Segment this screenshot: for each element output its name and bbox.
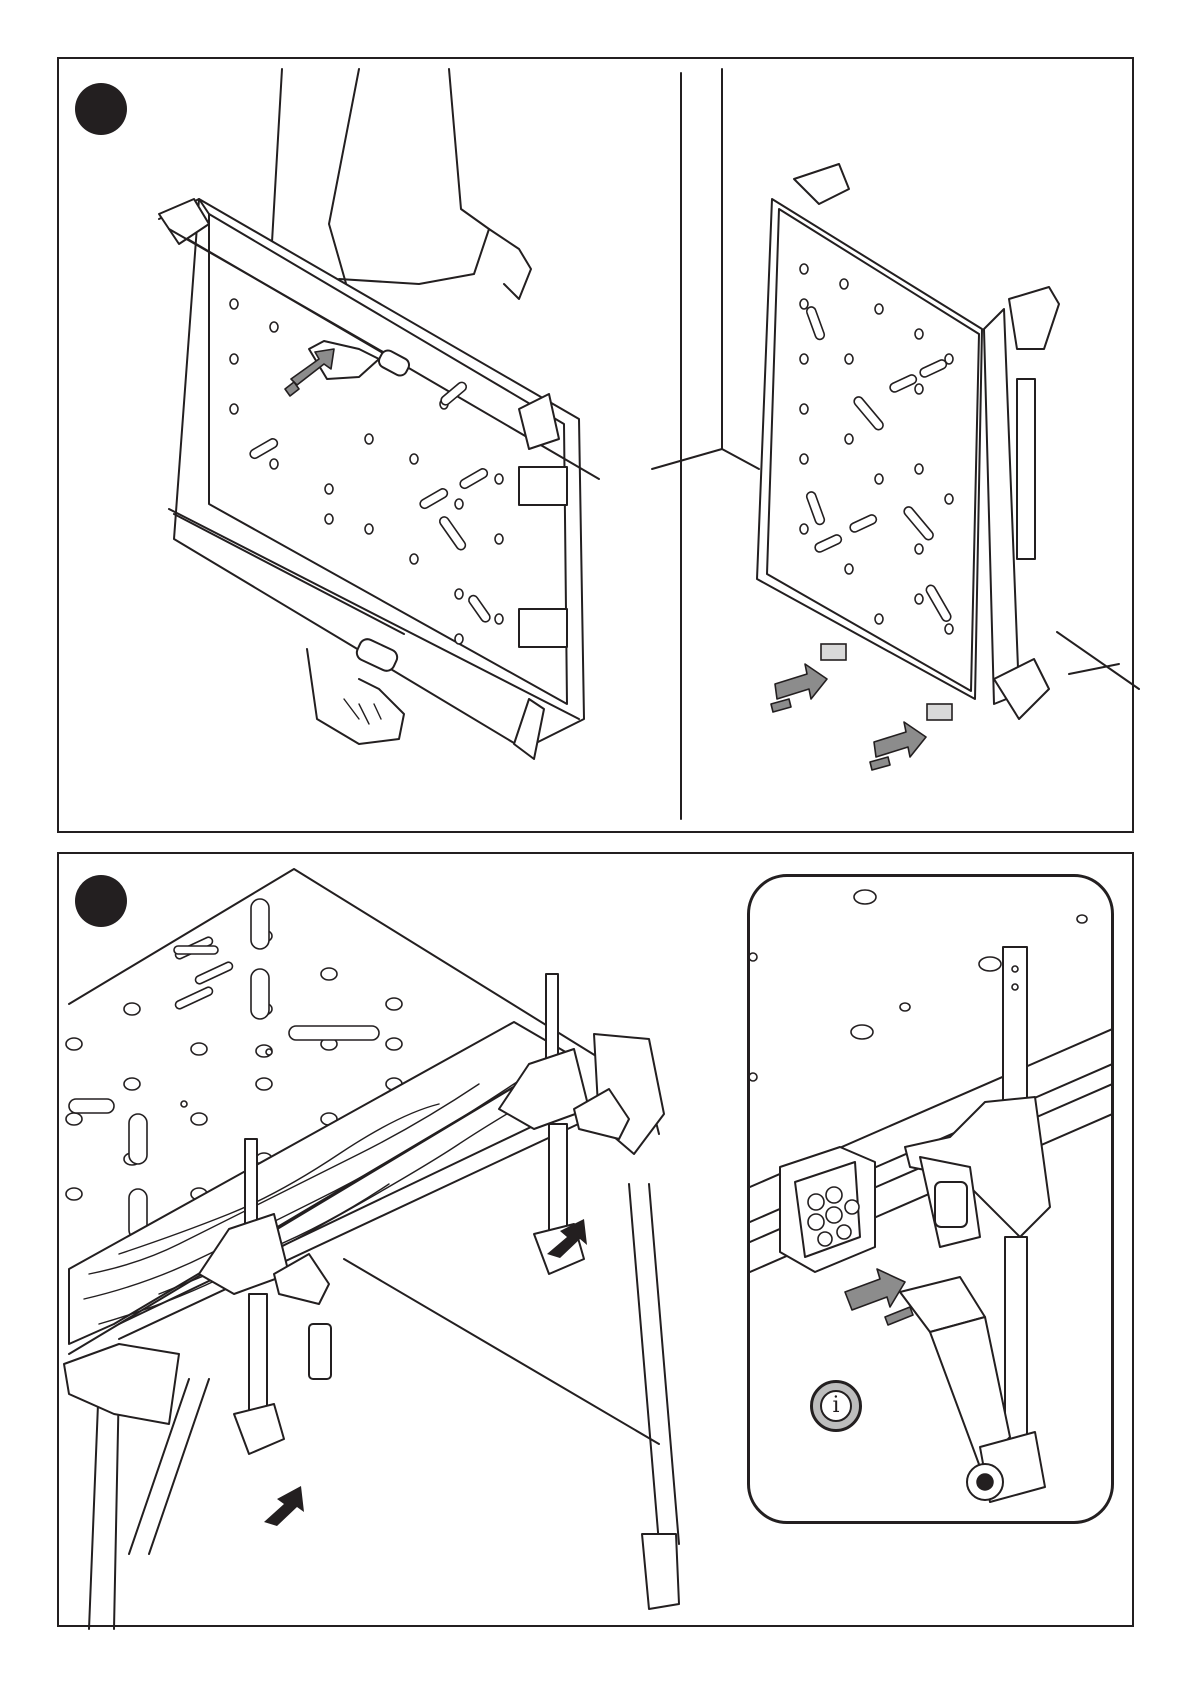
push-arrows	[771, 664, 926, 770]
detail-inset: i	[747, 874, 1114, 1524]
folded-workbench	[159, 199, 599, 759]
info-icon-glyph: i	[820, 1390, 852, 1422]
push-up-arrow-left	[264, 1486, 304, 1526]
illustration-clamp-detail	[750, 877, 1114, 1524]
illustration-carrying-workbench	[59, 59, 1136, 835]
figure-panel-clamping: i	[57, 852, 1134, 1627]
stored-workbench	[652, 69, 1139, 720]
figure-panel-fold-and-store	[57, 57, 1134, 833]
info-icon: i	[810, 1380, 862, 1432]
